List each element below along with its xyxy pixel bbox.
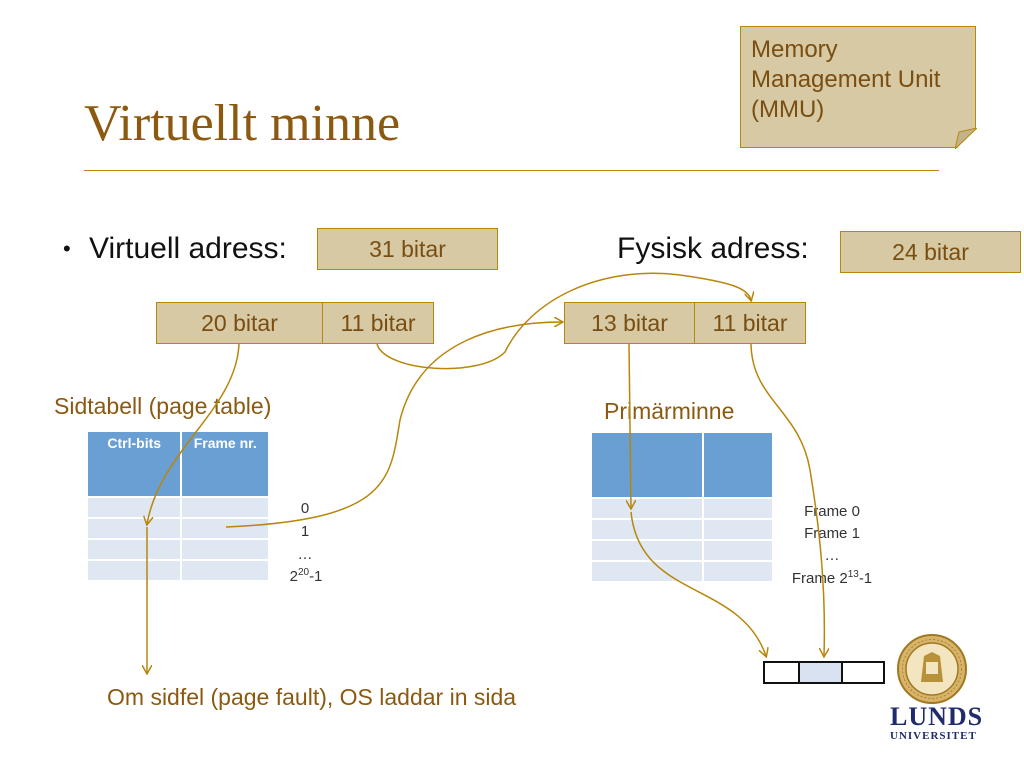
virtual-address-label: Virtuell adress:: [89, 232, 287, 265]
frame-label-ellipsis: …: [824, 547, 840, 564]
frame-label-last-suffix: -1: [858, 570, 873, 587]
table-row: [85, 538, 270, 561]
frame-label-last: Frame 213-1: [782, 569, 882, 587]
arrow-page-to-table: [147, 343, 240, 524]
page-index-last-exp: 20: [297, 567, 310, 578]
virtual-page-bits: 20 bitar: [156, 302, 323, 344]
arrow-table-to-frame: [225, 322, 562, 528]
table-row: [589, 497, 774, 520]
note-line-3: (MMU): [751, 96, 825, 123]
brand-sub: UNIVERSITET: [890, 730, 977, 742]
virtual-bits-total: 31 bitar: [317, 228, 498, 270]
page-table: Ctrl-bits Frame nr.: [85, 430, 270, 582]
page-index-last-base: 2: [289, 568, 298, 585]
page-index-last-suffix: -1: [309, 568, 323, 585]
page-title: Virtuellt minne: [84, 95, 401, 152]
title-divider: [84, 170, 939, 171]
table-row: [85, 496, 270, 519]
memory-title: Primärminne: [604, 398, 735, 424]
memory-header-cell: [702, 431, 774, 499]
page-index-last: 220-1: [281, 567, 331, 585]
bullet-icon: •: [63, 236, 71, 261]
arrow-memory-to-byte: [630, 511, 766, 656]
memory-header-cell: [589, 431, 705, 499]
note-fold-icon: [955, 128, 977, 149]
note-line-2: Management Unit: [751, 66, 941, 93]
page-table-header-frame: Frame nr.: [180, 430, 270, 498]
brand-name: LUNDS: [890, 702, 984, 731]
page-index-1: 1: [300, 523, 310, 540]
note-line-1: Memory: [751, 36, 838, 63]
physical-bits-total: 24 bitar: [840, 231, 1021, 273]
page-table-title: Sidtabell (page table): [54, 393, 272, 419]
virtual-offset-bits: 11 bitar: [322, 302, 434, 344]
physical-address-label: Fysisk adress:: [617, 232, 809, 265]
page-index-ellipsis: …: [297, 546, 313, 563]
table-row: [85, 559, 270, 582]
table-row: [589, 539, 774, 562]
page-table-header-ctrl: Ctrl-bits: [85, 430, 183, 498]
arrow-offset-to-offset: [376, 272, 751, 370]
table-row: [589, 560, 774, 583]
page-fault-note: Om sidfel (page fault), OS laddar in sid…: [107, 684, 517, 710]
frame-label-last-exp: 13: [847, 569, 859, 580]
arrow-offset-to-byte: [750, 343, 824, 656]
byte-cell: [841, 661, 885, 684]
university-seal-icon: [897, 634, 967, 704]
physical-frame-bits: 13 bitar: [564, 302, 695, 344]
page-index-0: 0: [300, 500, 310, 517]
table-row: [85, 517, 270, 540]
frame-label-0: Frame 0: [804, 503, 860, 520]
frame-label-last-prefix: Frame 2: [791, 570, 848, 587]
mmu-note: Memory Management Unit (MMU): [740, 26, 976, 148]
memory-table: [589, 431, 774, 583]
university-logo: LUNDS UNIVERSITET: [890, 702, 984, 743]
physical-offset-bits: 11 bitar: [694, 302, 806, 344]
arrow-frame-to-memory: [629, 343, 631, 508]
